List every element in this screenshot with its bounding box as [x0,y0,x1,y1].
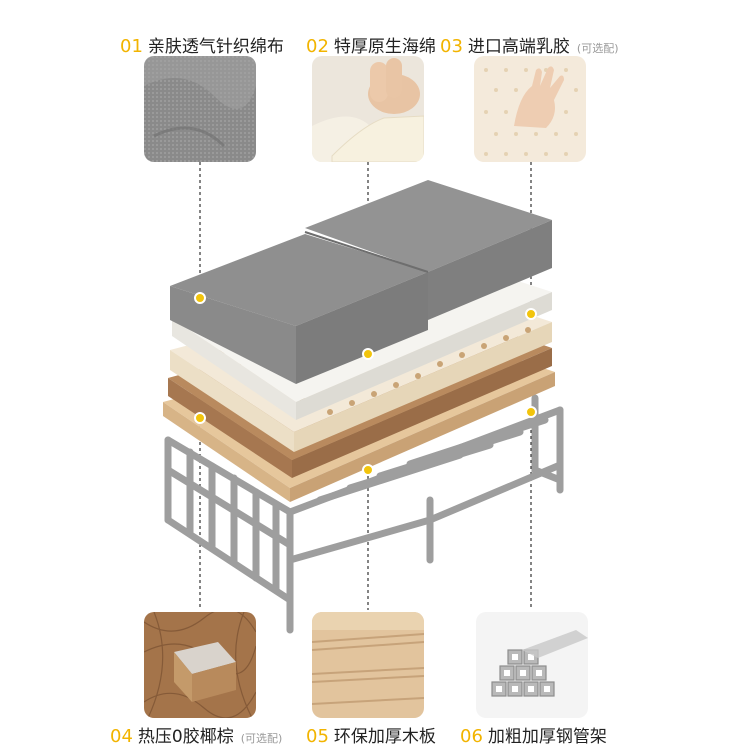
feature-text: 亲肤透气针织绵布 [147,37,284,57]
feature-text: 热压0胶椰棕 [137,727,234,747]
feature-text: 环保加厚木板 [333,727,436,747]
feature-label-board: 05 环保加厚木板 [306,722,436,747]
steel-tube-swatch-icon [476,612,588,718]
feature-label-fabric: 01 亲肤透气针织绵布 [120,32,284,57]
feature-text: 进口高端乳胶 [467,37,570,57]
plywood-swatch-icon [312,612,424,718]
optional-note: (可选配) [240,732,283,745]
feature-number: 01 [120,36,143,57]
feature-label-latex: 03 进口高端乳胶 (可选配) [440,32,619,57]
feature-number: 04 [110,726,133,747]
feature-label-coir: 04 热压0胶椰棕 (可选配) [110,722,282,747]
latex-swatch-icon [474,56,586,162]
fabric-swatch-icon [144,56,256,162]
feature-label-foam: 02 特厚原生海绵 [306,32,436,57]
feature-number: 02 [306,36,329,57]
feature-number: 05 [306,726,329,747]
feature-label-frame: 06 加粗加厚钢管架 [460,722,607,747]
coir-swatch-icon [144,612,256,718]
foam-swatch-icon [312,56,424,162]
feature-text: 特厚原生海绵 [333,37,436,57]
feature-number: 06 [460,726,483,747]
feature-number: 03 [440,36,463,57]
feature-text: 加粗加厚钢管架 [487,727,607,747]
optional-note: (可选配) [576,42,619,55]
